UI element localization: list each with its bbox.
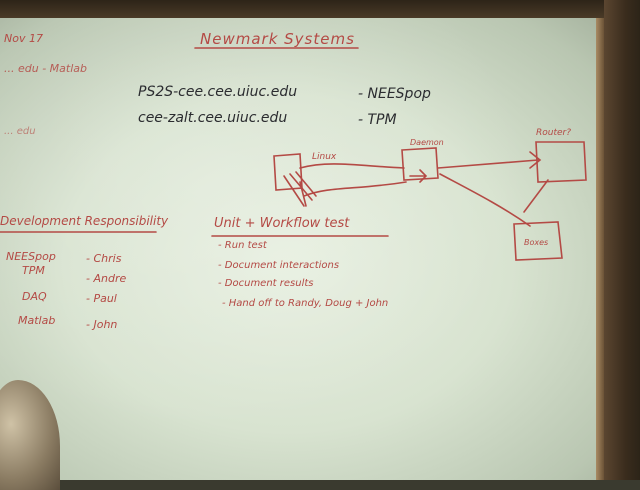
test-plan-item-1: - Run test: [218, 240, 267, 251]
diagram-center-arrow: [409, 169, 428, 183]
responsibility-item-3: DAQ: [22, 290, 47, 303]
diagram-label-linux: Linux: [312, 152, 337, 162]
diagram-linux-box: [273, 153, 303, 191]
diagram-line-to-boxes: [439, 173, 531, 227]
host-role-1: - NEESpop: [358, 86, 431, 102]
responsibility-item-1: NEESpop: [6, 250, 56, 263]
board-date: Nov 17: [4, 32, 43, 45]
responsibility-item-2: TPM: [22, 264, 45, 277]
diagram-connector-bottom: [303, 181, 407, 197]
whiteboard-frame-edge: [596, 18, 604, 480]
responsibility-owner-2: - Andre: [86, 272, 127, 285]
diagram-label-router: Router?: [536, 128, 572, 138]
test-plan-item-4: - Hand off to Randy, Doug + John: [222, 298, 389, 309]
diagram-arrow-right-head: [529, 151, 542, 169]
responsibility-item-4: Matlab: [18, 314, 56, 327]
diagram-router-box: [535, 141, 587, 183]
test-plan-item-2: - Document interactions: [218, 260, 340, 271]
host-line-1: PS2S-cee.cee.uiuc.edu: [138, 84, 298, 100]
diagram-connector-top: [299, 163, 405, 169]
test-plan-item-3: - Document results: [218, 278, 314, 289]
whiteboard-frame-top: [0, 0, 640, 18]
diagram-center-box: [401, 147, 439, 181]
responsibility-owner-3: - Paul: [86, 292, 117, 305]
diagram-arrow-right: [437, 159, 539, 169]
responsibility-heading: Development Responsibility: [0, 214, 169, 228]
test-plan-heading: Unit + Workflow test: [214, 216, 350, 231]
board-title: Newmark Systems: [200, 30, 355, 48]
diagram-label-daemon: Daemon: [410, 138, 444, 147]
responsibility-owner-1: - Chris: [86, 252, 122, 265]
diagram-line-router-to-boxes: [523, 179, 549, 213]
left-mid-note: ... edu: [4, 126, 36, 137]
diagram-hatch: [283, 171, 317, 207]
responsibility-owner-4: - John: [86, 318, 118, 331]
whiteboard-frame-right: [604, 0, 640, 480]
left-top-note: ... edu - Matlab: [4, 62, 87, 75]
diagram-boxes-box: [513, 221, 563, 261]
diagram-label-boxes: Boxes: [524, 238, 549, 247]
host-line-2: cee-zalt.cee.uiuc.edu: [138, 110, 288, 126]
marker-strokes: [0, 47, 587, 261]
whiteboard-glare: [0, 18, 596, 480]
host-role-2: - TPM: [358, 112, 397, 128]
